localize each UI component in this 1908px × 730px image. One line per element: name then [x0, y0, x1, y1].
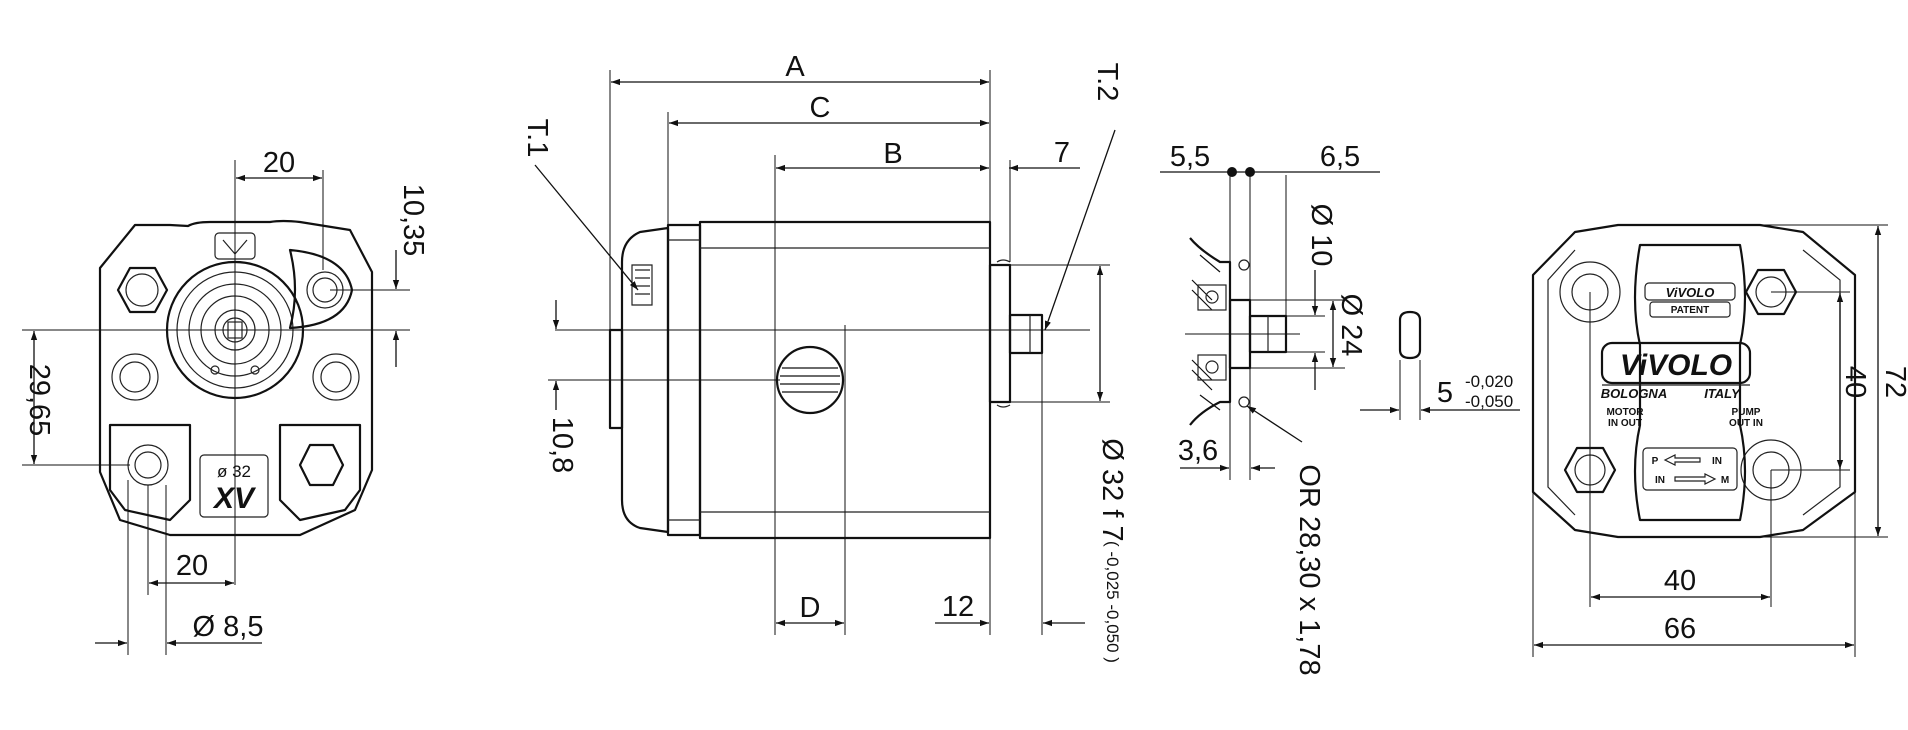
rear-in-1: IN [1712, 456, 1722, 467]
front-hub-pin-left [210, 365, 220, 375]
side-label-t2: T.2 [1091, 63, 1123, 102]
side-dim-12: 12 [942, 591, 974, 623]
rear-motor: MOTOR [1606, 407, 1644, 418]
rear-country: ITALY [1704, 386, 1741, 401]
shaft-detail: 5,5 6,5 Ø 10 Ø 24 3,6 OR 28,30 x 1,78 [1160, 141, 1380, 676]
detail-dot-left [1227, 167, 1237, 177]
front-dim-2965: 29,65 [23, 364, 55, 437]
detail-ball-bot [1205, 360, 1219, 374]
rear-arrow-p [1663, 454, 1701, 466]
detail-section-hatch [1191, 254, 1221, 411]
front-hole-mid-right [312, 353, 360, 401]
side-t1-thread [635, 269, 650, 295]
bore-marking: ø 32 [217, 462, 251, 481]
rear-dim-66: 66 [1664, 613, 1696, 645]
rear-in-out-left: IN OUT [1608, 418, 1642, 429]
side-dim-a: A [785, 51, 805, 83]
side-dim-7: 7 [1054, 137, 1070, 169]
front-dim-20-bot: 20 [176, 550, 208, 582]
key-tol-upper: -0,020 [1465, 372, 1513, 391]
key-outline [1398, 310, 1422, 360]
front-bolt-bottom-left [108, 423, 192, 522]
rear-city: BOLOGNA [1601, 386, 1667, 401]
side-t1-fitting [631, 264, 653, 306]
side-leader-t2 [1044, 129, 1116, 331]
front-view: ø 32 XV 20 10,35 29,65 20 Ø 8,5 [22, 147, 429, 655]
rear-flow-box [1642, 447, 1738, 491]
front-dim-1035: 10,35 [397, 184, 429, 257]
rear-in-2: IN [1655, 475, 1665, 486]
detail-bearing-top [1197, 284, 1227, 311]
detail-oring-top [1238, 259, 1250, 271]
rear-out-in-right: OUT IN [1729, 418, 1763, 429]
detail-dim-10: Ø 10 [1305, 204, 1337, 267]
rear-patent-box [1649, 301, 1731, 318]
side-dim-32-tol: ( -0,025 -0,050 ) [1103, 541, 1122, 663]
side-port-thread [780, 367, 840, 393]
front-marking-box [199, 454, 269, 518]
side-rear-plug [608, 328, 624, 430]
rear-pump: PUMP [1732, 407, 1761, 418]
rear-dim-72: 72 [1879, 366, 1908, 398]
detail-dim-55: 5,5 [1170, 141, 1210, 173]
rear-brand-small: ViVOLO [1666, 285, 1715, 300]
front-hub-pin-right [250, 365, 260, 375]
rear-patent: PATENT [1671, 305, 1710, 316]
side-view: A C B 7 T.1 T.2 10,8 D 12 Ø 3 [521, 51, 1128, 663]
detail-dim-24: Ø 24 [1335, 294, 1367, 357]
detail-ball-top [1205, 290, 1219, 304]
model-marking: XV [212, 482, 257, 515]
side-dim-108: 10,8 [546, 417, 578, 473]
rear-logo-small-box [1644, 282, 1736, 301]
detail-leader-oring [1246, 405, 1303, 443]
side-dim-d: D [800, 592, 821, 624]
front-dim-20-top: 20 [263, 147, 295, 179]
front-bolt-top-left [116, 266, 169, 314]
side-dim-c: C [810, 92, 831, 124]
side-dim-32f7: Ø 32 f 7 [1096, 438, 1128, 541]
front-hole-top-right [288, 248, 354, 330]
side-port-outer [775, 345, 845, 415]
rear-m: M [1721, 475, 1729, 486]
side-leader-t1 [534, 164, 639, 291]
rear-p: P [1652, 456, 1659, 467]
side-dim-b: B [883, 138, 902, 170]
detail-dim-65: 6,5 [1320, 141, 1360, 173]
side-shaft [1008, 313, 1044, 355]
side-label-t1: T.1 [521, 119, 553, 158]
detail-oring: OR 28,30 x 1,78 [1293, 464, 1325, 675]
side-rear-cover [620, 226, 670, 534]
front-hole-mid-left [111, 353, 159, 401]
side-front-pilot [988, 263, 1012, 404]
detail-body-outline [1189, 237, 1232, 426]
front-dim-85: Ø 8,5 [193, 611, 264, 643]
rear-view: ViVOLO PATENT ViVOLO BOLOGNA ITALY MOTOR… [1531, 223, 1908, 657]
front-bolt-bottom-right [278, 423, 362, 522]
key-detail: 5 -0,020 -0,050 [1360, 310, 1520, 420]
detail-dim-36: 3,6 [1178, 435, 1218, 467]
side-oring-grooves [996, 259, 1011, 408]
rear-dim-40v: 40 [1839, 366, 1871, 398]
rear-brand: ViVOLO [1620, 349, 1732, 382]
detail-bearing-bot [1197, 354, 1227, 381]
detail-oring-bot [1238, 396, 1250, 408]
rear-logo-box [1600, 341, 1752, 385]
rear-arrow-m [1674, 473, 1717, 485]
detail-dot-right [1245, 167, 1255, 177]
rear-center-plate [1633, 243, 1747, 522]
key-dim-5: 5 [1437, 377, 1453, 409]
rear-dim-40h: 40 [1664, 565, 1696, 597]
key-tol-lower: -0,050 [1465, 392, 1513, 411]
